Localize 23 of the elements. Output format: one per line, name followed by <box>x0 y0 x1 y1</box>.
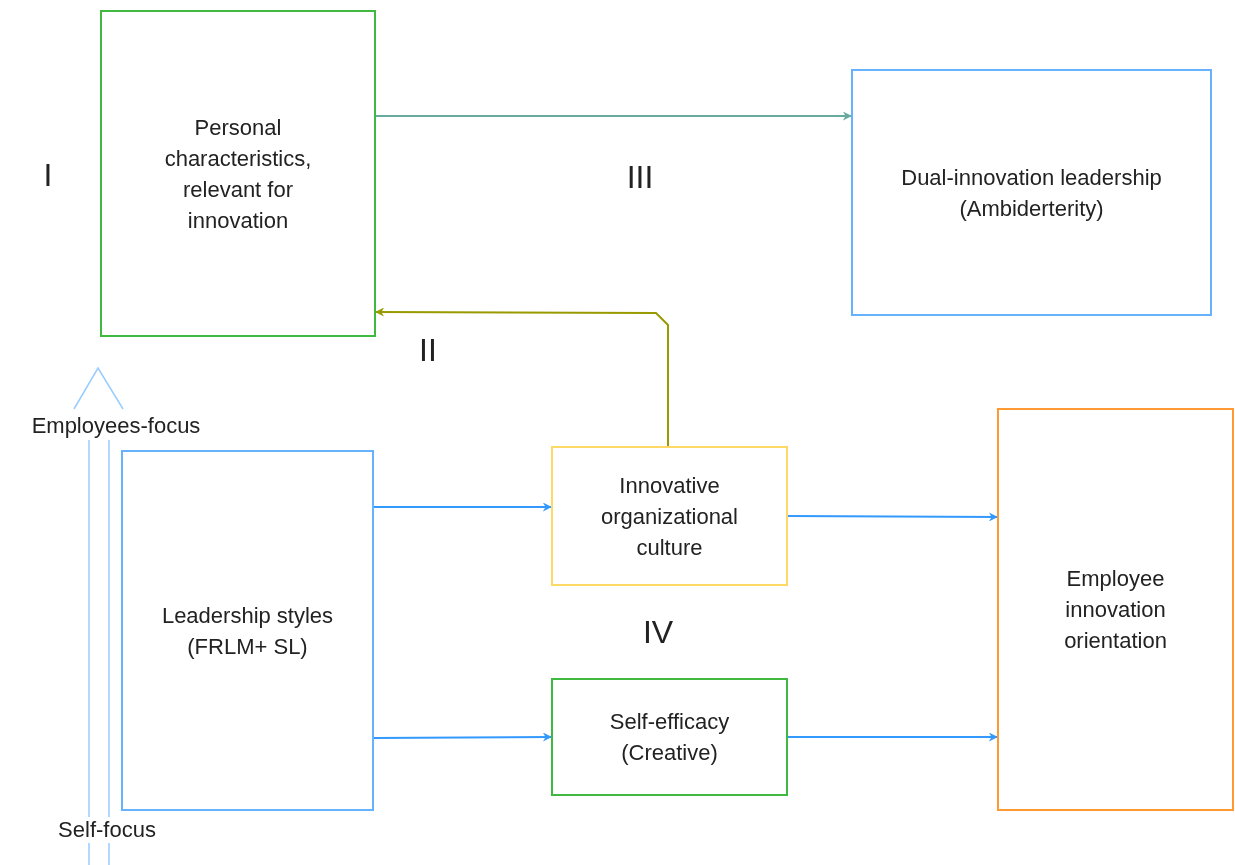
node-label: Leadership styles (FRLM+ SL) <box>160 601 335 661</box>
arrow <box>375 307 669 447</box>
section-numeral: III <box>626 164 654 190</box>
arrow <box>787 512 998 522</box>
process-box <box>100 10 376 337</box>
direction-label: Self-focus <box>58 817 156 843</box>
process-box <box>851 69 1212 316</box>
arrow <box>787 732 998 742</box>
node-label: Self-efficacy (Creative) <box>608 708 731 767</box>
node-label: Dual-innovation leadership (Ambiderterity) <box>900 163 1163 223</box>
arrow <box>373 502 552 512</box>
node-label: Personal characteristics, relevant for innovation <box>163 113 313 235</box>
arrow <box>375 111 852 121</box>
node-label: Employee innovation orientation <box>1063 565 1168 655</box>
arrow <box>373 732 552 742</box>
process-box <box>551 446 788 586</box>
process-box <box>121 450 374 811</box>
process-box <box>551 678 788 796</box>
node-label: Innovative organizational culture <box>600 471 739 562</box>
section-numeral: II <box>419 337 437 363</box>
process-box <box>997 408 1234 811</box>
section-numeral: IV <box>642 619 674 645</box>
section-numeral: I <box>43 162 53 188</box>
